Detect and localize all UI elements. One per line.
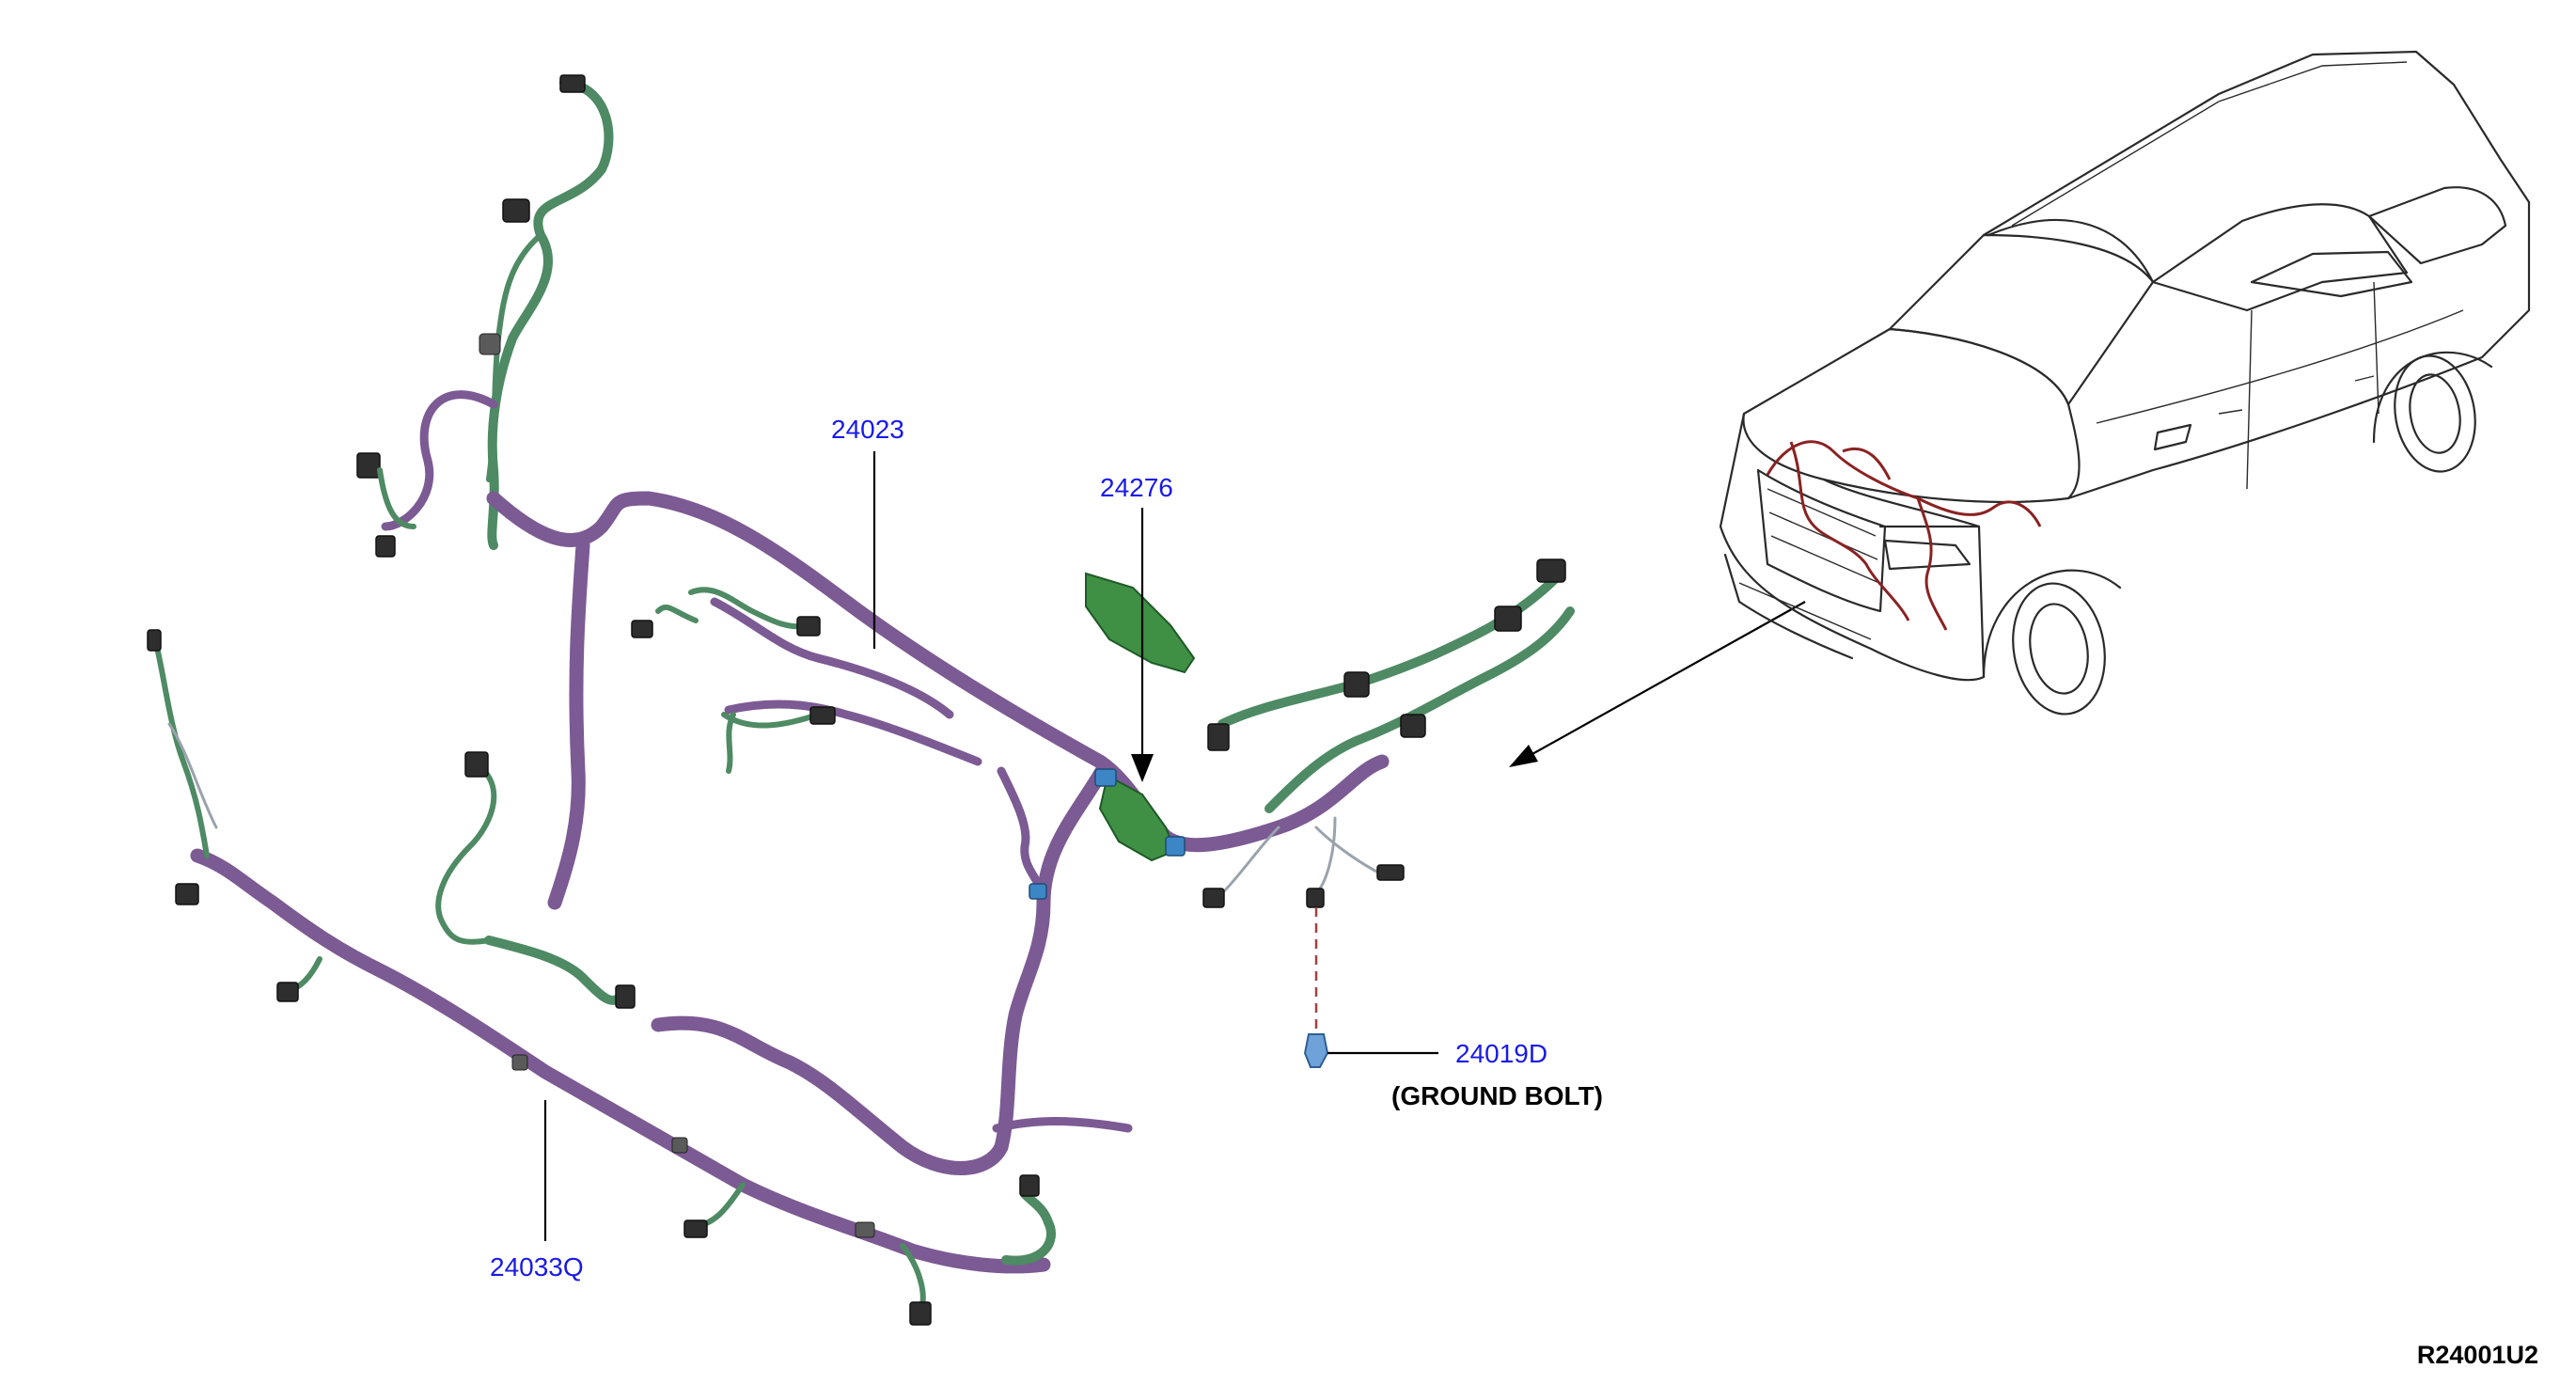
- junction-box: [1029, 572, 1196, 900]
- connector: [175, 883, 199, 905]
- connector: [1019, 1174, 1040, 1197]
- harness-branch-right: [1202, 558, 1575, 908]
- vehicle-roof: [1982, 50, 2531, 237]
- callouts: 24023 24276 24033Q 24019D (GROUND BOLT): [490, 415, 1806, 1282]
- vehicle-grille-bars: [1767, 488, 1880, 584]
- vehicle-rear-wheel-arch: [2372, 351, 2493, 444]
- clip: [671, 1137, 688, 1154]
- vehicle-front-fascia: [1719, 412, 1986, 682]
- callout-24276: 24276: [1100, 473, 1173, 502]
- vehicle-door-line-rear: [2373, 281, 2380, 415]
- vehicle-lower-bumper: [1723, 553, 1854, 660]
- clip: [511, 1054, 528, 1071]
- vehicle-front-wheel-arch: [1982, 569, 2122, 679]
- vehicle-highlight-harness-branch: [1789, 441, 1910, 621]
- ground-bolt-icon: [1303, 1033, 1329, 1068]
- connector-top: [559, 74, 586, 93]
- connector-grey: [1306, 888, 1325, 908]
- connector-blue: [1029, 883, 1047, 900]
- connector: [464, 751, 489, 778]
- connector-brown: [1536, 558, 1566, 583]
- vehicle-rear-wheel: [2394, 354, 2476, 473]
- vehicle-body-side: [2066, 200, 2531, 500]
- connector-grey: [1376, 864, 1405, 881]
- vehicle-rear-wheel-hub: [2409, 373, 2461, 454]
- junction-box-installed: [1098, 774, 1177, 862]
- callout-24019D: 24019D: [1455, 1039, 1547, 1068]
- junction-box-exploded: [1085, 572, 1196, 674]
- callout-24033Q: 24033Q: [490, 1252, 584, 1282]
- vehicle-hood: [1742, 327, 2081, 503]
- clip: [479, 333, 501, 355]
- vehicle-grille: [1756, 468, 1887, 613]
- connector-left-upper: [356, 452, 381, 479]
- connector: [909, 1301, 932, 1326]
- connector: [615, 984, 636, 1009]
- harness-main-trunk: [486, 491, 1390, 1175]
- vehicle-bumper-line: [1738, 582, 1872, 640]
- vehicle-windshield: [1888, 233, 2155, 406]
- vehicle-locator: [1719, 50, 2531, 716]
- leader-vehicle-arrow: [1515, 601, 1806, 764]
- vehicle-highlight-harness-branch: [1916, 497, 1948, 631]
- vehicle-door-handle: [2218, 409, 2243, 415]
- connector: [631, 620, 653, 638]
- note-ground-bolt: (GROUND BOLT): [1391, 1081, 1603, 1110]
- vehicle-front-wheel-hub: [2029, 603, 2089, 695]
- connector: [809, 706, 836, 725]
- connector: [1207, 723, 1230, 751]
- connector-upper-left: [502, 198, 530, 223]
- vehicle-beltline: [2096, 309, 2464, 424]
- connector-grey: [1494, 606, 1522, 632]
- callout-24023: 24023: [831, 415, 904, 444]
- vehicle-roof-rail: [2011, 61, 2408, 227]
- connector: [796, 616, 821, 637]
- arrowhead-24276: [1131, 754, 1154, 782]
- ground-bolt: [1303, 907, 1329, 1068]
- connector: [375, 535, 396, 558]
- vehicle-quarter-window: [2367, 186, 2507, 265]
- connector: [1343, 671, 1370, 698]
- vehicle-windshield-top: [1987, 218, 2155, 284]
- harness-bumper: [147, 629, 1056, 1326]
- vehicle-side-window-front: [2151, 203, 2409, 312]
- connector: [683, 1219, 708, 1238]
- vehicle-door-handle-rear: [2354, 375, 2375, 382]
- connector: [147, 629, 162, 652]
- connector: [276, 982, 299, 1002]
- wiring-harness-assembly: [147, 74, 1575, 1326]
- harness-branch-left-green: [435, 587, 836, 1009]
- vehicle-highlight-harness-branch: [1842, 447, 1892, 480]
- clip: [855, 1221, 875, 1238]
- connector-grey: [1202, 888, 1225, 908]
- connector-blue: [1094, 768, 1117, 787]
- vehicle-front-wheel: [2012, 582, 2106, 716]
- connector: [1400, 714, 1426, 738]
- vehicle-headlight: [1883, 539, 1971, 571]
- vehicle-highlight-harness: [1766, 440, 2042, 527]
- vehicle-mirror: [2153, 423, 2192, 451]
- harness-branch-upper-green: [356, 74, 614, 558]
- vehicle-side-window-rear: [2250, 250, 2413, 298]
- connector-blue: [1165, 836, 1186, 857]
- figure-id: R24001U2: [2417, 1341, 2538, 1369]
- arrowhead-vehicle: [1509, 745, 1538, 767]
- vehicle-door-line-front: [2246, 309, 2253, 490]
